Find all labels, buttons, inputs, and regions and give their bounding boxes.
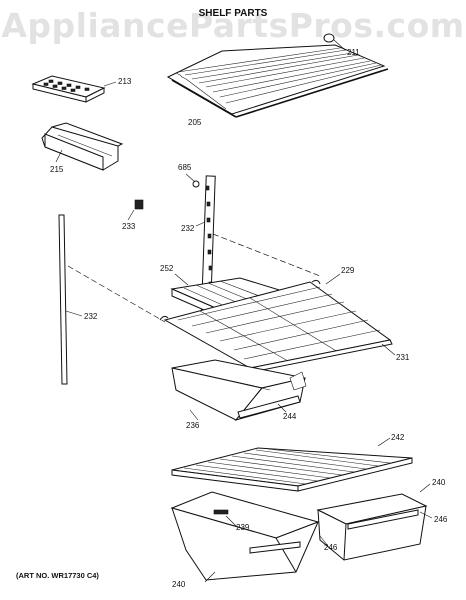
door-bin-215 bbox=[41, 122, 124, 171]
crisper-drawer-240-right bbox=[316, 483, 431, 561]
callout-232-left: 232 bbox=[84, 312, 98, 321]
egg-tray-213 bbox=[31, 75, 117, 103]
clip-233 bbox=[127, 199, 144, 221]
diagram-title: SHELF PARTS bbox=[198, 8, 268, 19]
callout-240-left: 240 bbox=[172, 580, 186, 589]
callout-231: 231 bbox=[396, 353, 410, 362]
drawer-handle-246 bbox=[319, 511, 433, 547]
art-number: (ART NO. WR17730 C4) bbox=[16, 571, 99, 580]
callout-232-right: 232 bbox=[181, 224, 195, 233]
callout-213: 213 bbox=[118, 77, 132, 86]
bracket-239 bbox=[213, 509, 237, 527]
shelf-cap-211 bbox=[323, 33, 346, 51]
callout-236: 236 bbox=[186, 421, 200, 430]
callout-244: 244 bbox=[283, 412, 297, 421]
crisper-cover-242 bbox=[171, 437, 413, 492]
callout-205: 205 bbox=[188, 118, 202, 127]
shelf-support-rail-232-left bbox=[58, 214, 83, 385]
meat-drawer-236 bbox=[171, 359, 307, 421]
callout-229: 229 bbox=[341, 266, 355, 275]
callout-211: 211 bbox=[347, 48, 360, 57]
callout-252: 252 bbox=[160, 264, 174, 273]
wire-shelf-205 bbox=[166, 44, 389, 118]
callout-685: 685 bbox=[178, 163, 192, 172]
callout-233: 233 bbox=[122, 222, 136, 231]
callout-246-right: 246 bbox=[434, 515, 448, 524]
drawer-handle-244 bbox=[277, 403, 287, 413]
callout-246-left: 246 bbox=[324, 543, 338, 552]
crisper-drawer-240-left bbox=[170, 491, 320, 583]
callout-239: 239 bbox=[236, 523, 250, 532]
callout-242: 242 bbox=[391, 433, 405, 442]
alignment-dash-lines bbox=[67, 233, 321, 323]
callout-240-right: 240 bbox=[432, 478, 446, 487]
callout-215: 215 bbox=[50, 165, 64, 174]
shelf-frame-229 bbox=[159, 273, 392, 369]
